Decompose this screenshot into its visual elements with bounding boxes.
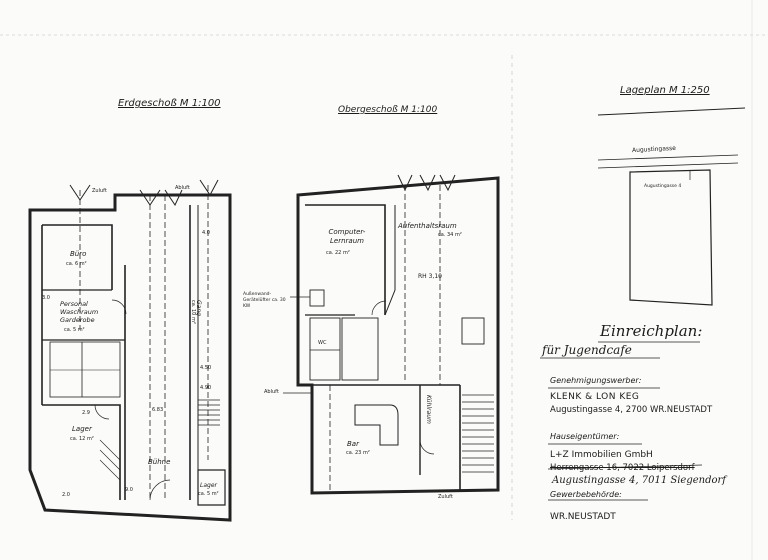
owner-label: Hauseigentümer:: [550, 432, 620, 441]
room-label: Lager: [72, 425, 92, 433]
abluft-label: Abluft: [175, 185, 190, 191]
dimension: 2.0: [62, 492, 70, 498]
room-area: ca. 34 m²: [438, 232, 462, 238]
dimension: 4.0: [202, 230, 210, 236]
zuluft-label: Zuluft: [92, 188, 107, 194]
wc-label: WC: [318, 340, 327, 346]
room-label: Lager: [200, 482, 217, 489]
dimension: 4.90: [200, 385, 212, 391]
ceiling-height: RH 3,10: [418, 273, 442, 280]
room-area: ca. 5 m²: [198, 491, 219, 497]
owner-name: L+Z Immobilien GmbH: [550, 450, 653, 460]
room-area: ca. 22 m²: [326, 250, 350, 256]
room-label: Büro: [70, 250, 87, 258]
room-label: Aufenthaltsraum: [398, 222, 457, 230]
dimension: 3.0: [42, 295, 50, 301]
dimension: 6.83: [152, 407, 164, 413]
ground-floor-plan: [28, 179, 232, 522]
room-area: ca. 23 m²: [346, 450, 370, 456]
applicant-name: KLENK & LON KEG: [550, 392, 640, 402]
authority-label: Gewerbebehörde:: [550, 490, 622, 499]
dimension: 4.50: [200, 365, 212, 371]
room-area: ca. 12 m²: [70, 436, 94, 442]
zuluft-label: Zuluft: [438, 494, 453, 500]
plan-heading: Einreichplan:: [600, 322, 703, 340]
room-label: Bar: [347, 440, 359, 448]
room-area: ca. 6 m²: [66, 261, 87, 267]
upper-floor-title: Obergeschoß M 1:100: [338, 105, 438, 115]
applicant-label: Genehmigungswerber:: [550, 376, 642, 385]
room-label: Bühne: [148, 458, 171, 466]
site-plan: [597, 107, 746, 306]
room-label: Computer- Lernraum: [328, 228, 366, 245]
plot-label: Augustingasse 4: [644, 184, 682, 189]
plan-purpose: für Jugendcafe: [542, 343, 632, 357]
abluft-label: Abluft: [264, 389, 279, 395]
upper-floor-plan: [283, 174, 500, 495]
ground-floor-title: Erdgeschoß M 1:100: [118, 98, 221, 109]
authority-name: WR.NEUSTADT: [550, 512, 616, 522]
room-area: ca. 10 m²: [190, 300, 196, 324]
room-label: Kühlraum: [425, 395, 432, 424]
dimension: 2.9: [82, 410, 90, 416]
applicant-address: Augustingasse 4, 2700 WR.NEUSTADT: [550, 405, 713, 415]
room-label: Gang: [195, 300, 202, 316]
room-label: Personal Waschraum Garderobe: [60, 300, 99, 324]
dimension: 9.0: [125, 487, 133, 493]
site-plan-title: Lageplan M 1:250: [620, 85, 710, 96]
room-area: ca. 5 m²: [64, 327, 85, 333]
owner-old-address: Herrengasse 16, 7022 Loipersdorf: [550, 463, 695, 473]
aussenwand-label: Außenwand- Gerätelüfter ca. 30 KW: [243, 292, 286, 309]
owner-new-address: Augustingasse 4, 7011 Siegendorf: [552, 475, 726, 486]
